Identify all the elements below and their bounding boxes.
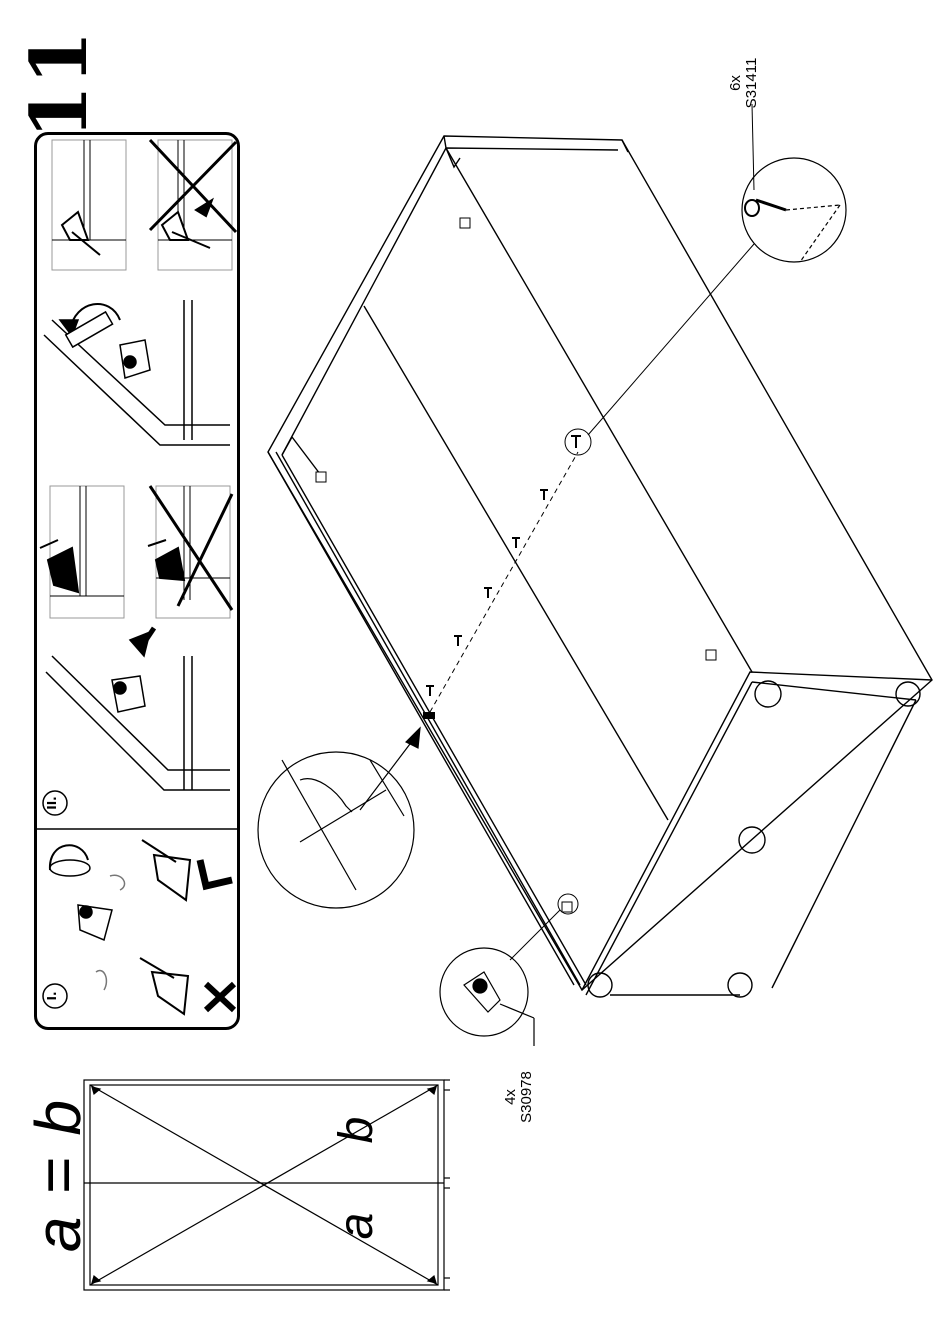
cam-detail <box>440 948 534 1046</box>
diagonal-label-b: b <box>329 1105 389 1155</box>
diagonal-frame <box>84 1080 450 1290</box>
marking-detail <box>258 728 420 908</box>
diagonal-label-a: a <box>329 1201 389 1251</box>
cam-markers <box>316 218 716 912</box>
screw-detail <box>742 104 846 262</box>
diagonal-equation: a = b <box>21 1085 91 1265</box>
